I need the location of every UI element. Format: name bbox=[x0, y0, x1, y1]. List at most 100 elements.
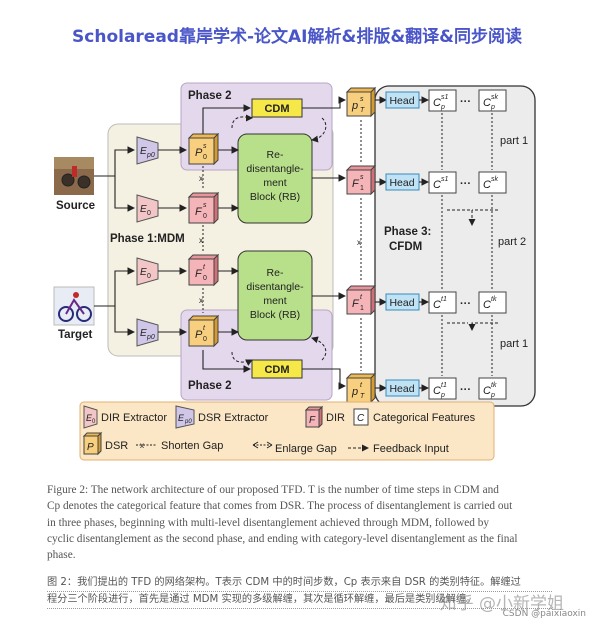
svg-text:E: E bbox=[140, 328, 147, 339]
legend-shorten-gap: Shorten Gap bbox=[161, 440, 223, 452]
svg-text:p: p bbox=[440, 392, 445, 399]
architecture-figure: Phase 2 Phase 2 Phase 1:MDM Phase 3: CFD… bbox=[53, 82, 536, 461]
svg-text:1: 1 bbox=[360, 185, 364, 192]
svg-text:E: E bbox=[178, 413, 185, 423]
head-label-2: Head bbox=[389, 177, 414, 189]
svg-text:E: E bbox=[140, 204, 147, 215]
phase2-bottom-label: Phase 2 bbox=[188, 380, 231, 392]
svg-text:p: p bbox=[490, 392, 495, 399]
svg-text:p: p bbox=[351, 386, 358, 398]
svg-text:C: C bbox=[483, 97, 491, 109]
svg-text:t1: t1 bbox=[441, 382, 447, 389]
head-label-1: Head bbox=[389, 95, 414, 107]
head-label-3: Head bbox=[389, 297, 414, 309]
svg-text:x: x bbox=[199, 236, 203, 245]
rb-top-line3: ment bbox=[263, 177, 286, 189]
caption-en-line-4: cyclic disentanglement as the second pha… bbox=[47, 532, 518, 545]
svg-text:t: t bbox=[203, 264, 206, 271]
svg-text:x: x bbox=[357, 238, 361, 247]
svg-text:0: 0 bbox=[147, 273, 151, 280]
svg-text:C: C bbox=[433, 385, 441, 397]
svg-text:p: p bbox=[440, 104, 445, 111]
svg-text:C: C bbox=[483, 179, 491, 191]
svg-text:F: F bbox=[195, 268, 203, 280]
rb-top-line1: Re- bbox=[267, 149, 284, 161]
svg-text:C: C bbox=[433, 299, 441, 311]
dots-1: ··· bbox=[460, 96, 471, 108]
caption-cn-line-2: 程分三个阶段进行，首先是通过 MDM 实现的多级解缠，其次是循环解缠，最后是类别… bbox=[47, 592, 552, 609]
svg-text:p0: p0 bbox=[146, 152, 155, 159]
target-label: Target bbox=[58, 329, 92, 341]
legend-f-icon: F bbox=[304, 405, 324, 429]
legend-categorical: Categorical Features bbox=[373, 412, 476, 424]
cdm-top-label: CDM bbox=[264, 103, 289, 115]
rb-bottom-line2: disentangle- bbox=[246, 281, 304, 293]
svg-text:C: C bbox=[433, 179, 441, 191]
phase3-label-1: Phase 3: bbox=[384, 226, 431, 238]
svg-text:C: C bbox=[433, 97, 441, 109]
svg-text:x: x bbox=[199, 296, 203, 305]
rb-bottom-line4: Block (RB) bbox=[250, 309, 300, 321]
svg-text:E: E bbox=[140, 267, 147, 278]
source-label: Source bbox=[56, 200, 95, 212]
svg-text:P: P bbox=[87, 442, 94, 453]
svg-text:P: P bbox=[195, 147, 203, 159]
legend-dir: DIR bbox=[326, 412, 345, 424]
page-title: Scholaread靠岸学术-论文AI解析&排版&翻译&同步阅读 bbox=[72, 27, 522, 47]
phase2-top-label: Phase 2 bbox=[188, 90, 231, 102]
svg-text:sk: sk bbox=[491, 94, 499, 101]
legend-dsr: DSR bbox=[105, 440, 128, 452]
legend-shorten-icon: x bbox=[136, 441, 156, 450]
svg-text:E: E bbox=[86, 413, 93, 423]
dots-4: ··· bbox=[460, 384, 471, 396]
legend-feedback: Feedback Input bbox=[373, 443, 449, 455]
legend-c-icon: C bbox=[353, 408, 369, 426]
cdm-bottom-label: CDM bbox=[264, 364, 289, 376]
svg-text:1: 1 bbox=[360, 305, 364, 312]
svg-text:0: 0 bbox=[203, 336, 207, 343]
legend-dsr-extractor: DSR Extractor bbox=[198, 412, 269, 424]
target-image bbox=[53, 286, 95, 326]
legend-p-icon: P bbox=[82, 431, 103, 456]
caption-cn-line-1: 图 2：我们提出的 TFD 的网络架构。T表示 CDM 中的时间步数，Cp 表示… bbox=[47, 575, 552, 592]
svg-text:0: 0 bbox=[147, 210, 151, 217]
svg-text:s: s bbox=[203, 143, 207, 150]
part2-label: part 2 bbox=[498, 236, 526, 248]
svg-text:t1: t1 bbox=[441, 296, 447, 303]
figure-caption-cn: 图 2：我们提出的 TFD 的网络架构。T表示 CDM 中的时间步数，Cp 表示… bbox=[47, 575, 552, 609]
rb-top-line2: disentangle- bbox=[246, 163, 304, 175]
svg-text:t: t bbox=[360, 382, 363, 389]
legend-dir-extractor: DIR Extractor bbox=[101, 412, 167, 424]
svg-text:s: s bbox=[360, 174, 364, 181]
svg-text:x: x bbox=[140, 441, 144, 450]
svg-text:E: E bbox=[140, 146, 147, 157]
svg-text:P: P bbox=[195, 329, 203, 341]
svg-text:s: s bbox=[360, 96, 364, 103]
svg-text:0: 0 bbox=[203, 275, 207, 282]
svg-text:p0: p0 bbox=[184, 419, 192, 425]
svg-text:0: 0 bbox=[92, 419, 96, 425]
legend-enlarge-icon bbox=[252, 441, 273, 449]
zhihu-watermark: 知乎 @小新学姐 bbox=[439, 594, 564, 614]
svg-text:s: s bbox=[203, 202, 207, 209]
svg-text:C: C bbox=[357, 413, 365, 424]
svg-text:F: F bbox=[195, 206, 203, 218]
svg-text:p: p bbox=[490, 104, 495, 111]
figure-caption-en: Figure 2: The network architecture of ou… bbox=[47, 482, 552, 563]
